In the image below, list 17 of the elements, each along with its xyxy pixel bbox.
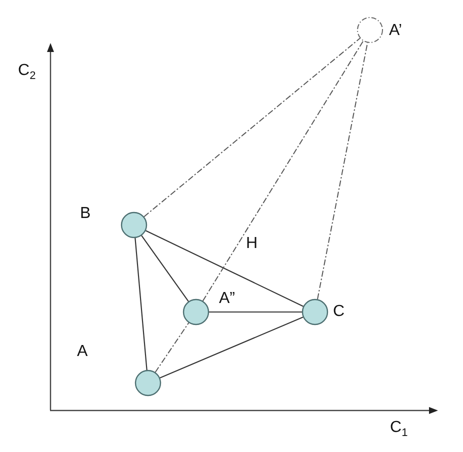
dash-dot-line bbox=[144, 38, 360, 218]
dash-dot-line bbox=[202, 40, 364, 302]
dash-dot-line bbox=[154, 322, 190, 373]
point-label: A’ bbox=[389, 23, 402, 39]
connector-line bbox=[160, 316, 304, 378]
point-label: A bbox=[77, 344, 88, 360]
point-label: B bbox=[80, 206, 91, 222]
dash-dot-line bbox=[317, 42, 368, 300]
axis-label: C$_{1}$ bbox=[390, 420, 408, 436]
point-label: C bbox=[333, 304, 345, 320]
axis-label: C$_{2}$ bbox=[18, 63, 36, 79]
connector-line bbox=[134, 238, 148, 370]
point-label: H bbox=[246, 236, 258, 252]
connector-line bbox=[141, 235, 189, 302]
connector-line bbox=[209, 311, 302, 313]
point-label: A” bbox=[219, 291, 235, 307]
connector-line bbox=[145, 230, 304, 307]
